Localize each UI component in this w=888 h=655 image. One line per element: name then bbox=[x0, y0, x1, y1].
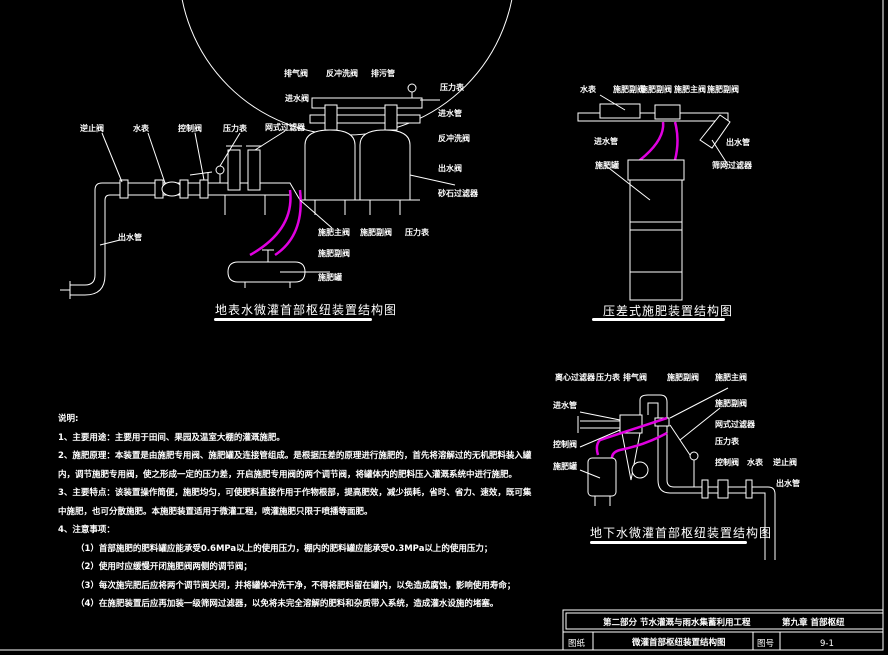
label: 水表 bbox=[579, 84, 597, 94]
diagram-ground bbox=[577, 387, 776, 560]
label: 反冲洗阀 bbox=[438, 133, 470, 143]
label: 施肥主阀 bbox=[715, 372, 747, 382]
label: 施肥主阀 bbox=[318, 227, 350, 237]
label: 进水阀 bbox=[285, 93, 309, 103]
note-item: 内，调节施肥专用阀，使之形成一定的压力差，开启施肥专用阀的两个调节阀，将罐体内的… bbox=[58, 469, 518, 480]
label: 压力表 bbox=[440, 82, 465, 92]
note-item: 4、注意事项： bbox=[58, 525, 115, 535]
title-chapter: 第九章 首部枢纽 bbox=[782, 617, 845, 628]
label: 砂石过滤器 bbox=[437, 188, 479, 198]
label: 施肥罐 bbox=[318, 272, 342, 282]
title-drawing-label: 图纸 bbox=[568, 638, 586, 649]
title-underline bbox=[590, 541, 747, 544]
label: 筛网过滤器 bbox=[712, 160, 753, 170]
diagram-pressure bbox=[577, 94, 731, 301]
diagram-ground-labels: 离心过滤器 压力表 排气阀 施肥副阀 施肥主阀 施肥副阀 网式过滤器 压力表 进… bbox=[553, 372, 800, 544]
label: 控制阀 bbox=[553, 439, 577, 449]
note-item: 3、主要特点：该装置操作简便，施肥均匀，可使肥料直接作用于作物根部，提高肥效，减… bbox=[58, 488, 532, 498]
diagram-pressure-labels: 水表 施肥副阀 施肥副阀 施肥主阀 施肥副阀 进水管 出水管 施肥罐 筛网过滤器… bbox=[579, 84, 753, 321]
note-subitem: （4）在施肥装置后应再加装一级筛网过滤器，以免将未完全溶解的肥料和杂质带入系统，… bbox=[76, 599, 499, 609]
label: 进水管 bbox=[594, 136, 618, 146]
label: 出水阀 bbox=[438, 163, 462, 173]
diagram-title: 压差式施肥装置结构图 bbox=[603, 303, 733, 318]
label: 出水管 bbox=[726, 137, 750, 147]
label: 网式过滤器 bbox=[715, 419, 756, 429]
diagram-title: 地表水微灌首部枢纽装置结构图 bbox=[215, 302, 397, 317]
diagram-surface-labels: 逆止阀 水表 控制阀 压力表 网式过滤器 排气阀 反冲洗阀 排污管 压力表 进水… bbox=[80, 68, 479, 321]
label: 进水管 bbox=[553, 400, 577, 410]
label: 反冲洗阀 bbox=[326, 68, 358, 78]
label: 施肥罐 bbox=[553, 461, 577, 471]
label: 压力表 bbox=[715, 436, 740, 446]
title-drawing-name: 微灌首部枢纽装置结构图 bbox=[631, 637, 726, 648]
label: 控制阀 bbox=[715, 457, 739, 467]
label: 控制阀 bbox=[178, 123, 202, 133]
note-item: 1、主要用途：主要用于田间、果园及温室大棚的灌溉施肥。 bbox=[58, 432, 285, 443]
label: 排污管 bbox=[371, 68, 395, 78]
title-part: 第二部分 节水灌溉与雨水集蓄利用工程 bbox=[603, 617, 751, 628]
notes-heading: 说明: bbox=[58, 414, 79, 424]
label: 出水管 bbox=[776, 478, 800, 488]
label: 施肥副阀 bbox=[640, 84, 672, 94]
label: 排气阀 bbox=[623, 372, 647, 382]
title-block: 第二部分 节水灌溉与雨水集蓄利用工程 第九章 首部枢纽 图纸 微灌首部枢纽装置结… bbox=[562, 609, 884, 651]
label: 出水管 bbox=[118, 232, 142, 242]
diagram-title: 地下水微灌首部枢纽装置结构图 bbox=[590, 525, 772, 540]
note-item: 2、施肥原理：本装置是由施肥专用阀、施肥罐及连接管组成。是根据压差的原理进行施肥… bbox=[58, 451, 532, 461]
label: 逆止阀 bbox=[773, 457, 797, 467]
label: 压力表 bbox=[596, 372, 621, 382]
note-subitem: （3）每次施完肥后应将两个调节阀关闭，并将罐体冲洗干净，不得将肥料留在罐内，以免… bbox=[76, 580, 516, 591]
label: 离心过滤器 bbox=[555, 372, 596, 382]
diagram-surface bbox=[60, 83, 456, 299]
label: 排气阀 bbox=[284, 68, 308, 78]
note-subitem: （2）使用时应缓慢开闭施肥阀两侧的调节阀； bbox=[76, 562, 252, 572]
label: 施肥主阀 bbox=[674, 84, 706, 94]
title-number-label: 图号 bbox=[757, 639, 774, 649]
label: 施肥副阀 bbox=[360, 227, 392, 237]
label: 施肥副阀 bbox=[667, 372, 699, 382]
label: 压力表 bbox=[223, 123, 248, 133]
label: 水表 bbox=[746, 457, 764, 467]
label: 网式过滤器 bbox=[265, 122, 306, 132]
label: 施肥副阀 bbox=[318, 248, 350, 258]
notes: 说明: 1、主要用途：主要用于田间、果园及温室大棚的灌溉施肥。 2、施肥原理：本… bbox=[58, 410, 531, 614]
note-item: 中施肥，也可分散施肥。本施肥装置适用于微灌工程，喷灌施肥只限于喷播等面肥。 bbox=[58, 506, 373, 517]
note-subitem: （1）首部施肥的肥料罐应能承受0.6MPa以上的使用压力，棚内的肥料罐应能承受0… bbox=[76, 543, 493, 554]
label: 水表 bbox=[132, 123, 150, 133]
label: 进水管 bbox=[438, 108, 462, 118]
label: 施肥副阀 bbox=[715, 398, 747, 408]
label: 逆止阀 bbox=[80, 123, 104, 133]
title-underline bbox=[214, 318, 372, 321]
label: 施肥罐 bbox=[595, 160, 619, 170]
label: 施肥副阀 bbox=[613, 84, 645, 94]
title-underline bbox=[592, 318, 725, 321]
label: 施肥副阀 bbox=[707, 84, 739, 94]
label: 压力表 bbox=[405, 227, 430, 237]
title-number: 9-1 bbox=[820, 639, 834, 649]
